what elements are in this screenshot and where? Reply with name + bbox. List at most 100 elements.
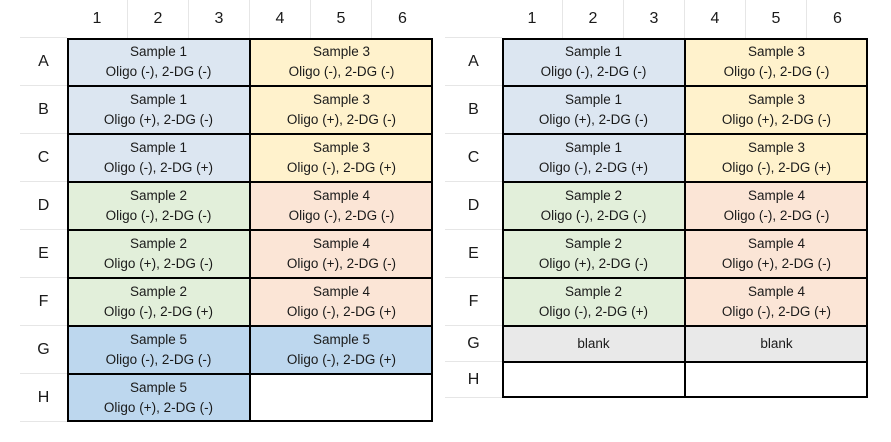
plate-row-A: A Sample 1 Oligo (-), 2-DG (-) Sample 3 … bbox=[20, 38, 433, 86]
well-cell-D4-6: Sample 4 Oligo (-), 2-DG (-) bbox=[685, 182, 868, 230]
plate-row-G: G Sample 5 Oligo (-), 2-DG (-) Sample 5 … bbox=[20, 326, 433, 374]
well-cell-H1-3-empty bbox=[502, 362, 685, 398]
col-header-6: 6 bbox=[398, 10, 407, 27]
col-header-4: 4 bbox=[250, 0, 311, 38]
condition-text: Oligo (-), 2-DG (+) bbox=[721, 304, 832, 319]
well-cell-A1-3: Sample 1 Oligo (-), 2-DG (-) bbox=[502, 38, 685, 86]
well-cell-F4-6: Sample 4 Oligo (-), 2-DG (+) bbox=[250, 278, 433, 326]
condition-text: Oligo (+), 2-DG (-) bbox=[286, 256, 397, 271]
row-label-C: C bbox=[445, 134, 502, 182]
condition-text: Oligo (-), 2-DG (+) bbox=[286, 304, 397, 319]
condition-text: Oligo (+), 2-DG (-) bbox=[721, 112, 832, 127]
sample-name: Sample 4 bbox=[312, 236, 371, 251]
well-cell-H4-6-empty bbox=[250, 374, 433, 422]
row-label-E: E bbox=[445, 230, 502, 278]
well-cell-H1-3: Sample 5 Oligo (+), 2-DG (-) bbox=[67, 374, 250, 422]
col-header-6: 6 bbox=[833, 10, 842, 27]
condition-text: Oligo (-), 2-DG (+) bbox=[103, 304, 214, 319]
well-cell-A4-6: Sample 3 Oligo (-), 2-DG (-) bbox=[685, 38, 868, 86]
condition-text: Oligo (+), 2-DG (-) bbox=[538, 256, 649, 271]
sample-name: Sample 1 bbox=[564, 92, 623, 107]
well-cell-E4-6: Sample 4 Oligo (+), 2-DG (-) bbox=[685, 230, 868, 278]
condition-text: Oligo (-), 2-DG (-) bbox=[288, 208, 395, 223]
sample-name: Sample 1 bbox=[564, 140, 623, 155]
condition-text: Oligo (+), 2-DG (-) bbox=[286, 112, 397, 127]
well-cell-C1-3: Sample 1 Oligo (-), 2-DG (+) bbox=[502, 134, 685, 182]
well-cell-B1-3: Sample 1 Oligo (+), 2-DG (-) bbox=[502, 86, 685, 134]
well-cell-C4-6: Sample 3 Oligo (-), 2-DG (+) bbox=[685, 134, 868, 182]
well-cell-G1-3: Sample 5 Oligo (-), 2-DG (-) bbox=[67, 326, 250, 374]
sample-name: Sample 4 bbox=[747, 236, 806, 251]
sample-name: Sample 5 bbox=[129, 380, 188, 395]
plate-row-F: F Sample 2 Oligo (-), 2-DG (+) Sample 4 … bbox=[445, 278, 868, 326]
sample-name: Sample 3 bbox=[747, 92, 806, 107]
corner-spacer bbox=[445, 0, 502, 38]
plate-row-H: H bbox=[445, 362, 868, 398]
condition-text: Oligo (-), 2-DG (+) bbox=[286, 352, 397, 367]
column-header-row: 1 2 3 4 5 6 bbox=[20, 0, 433, 38]
sample-name: Sample 4 bbox=[312, 284, 371, 299]
condition-text: Oligo (+), 2-DG (-) bbox=[103, 400, 214, 415]
well-cell-D1-3: Sample 2 Oligo (-), 2-DG (-) bbox=[502, 182, 685, 230]
sample-name: Sample 5 bbox=[312, 332, 371, 347]
sample-name: Sample 1 bbox=[129, 44, 188, 59]
plate-row-H: H Sample 5 Oligo (+), 2-DG (-) bbox=[20, 374, 433, 422]
col-header-3: 3 bbox=[624, 0, 685, 38]
row-label-B: B bbox=[445, 86, 502, 134]
row-label-F: F bbox=[20, 278, 67, 326]
condition-text: Oligo (+), 2-DG (-) bbox=[103, 256, 214, 271]
plate-row-G: G blank blank bbox=[445, 326, 868, 362]
col-header-1: 1 bbox=[502, 0, 563, 38]
well-cell-B4-6: Sample 3 Oligo (+), 2-DG (-) bbox=[250, 86, 433, 134]
condition-text: Oligo (-), 2-DG (-) bbox=[105, 64, 212, 79]
well-cell-D1-3: Sample 2 Oligo (-), 2-DG (-) bbox=[67, 182, 250, 230]
col-header-2: 2 bbox=[563, 0, 624, 38]
sample-name: Sample 2 bbox=[129, 284, 188, 299]
row-label-G: G bbox=[445, 326, 502, 362]
well-cell-E1-3: Sample 2 Oligo (+), 2-DG (-) bbox=[502, 230, 685, 278]
sample-name: Sample 1 bbox=[129, 140, 188, 155]
condition-text: Oligo (-), 2-DG (-) bbox=[288, 64, 395, 79]
sample-name: Sample 2 bbox=[129, 236, 188, 251]
condition-text: Oligo (-), 2-DG (+) bbox=[538, 160, 649, 175]
sample-name: Sample 3 bbox=[312, 140, 371, 155]
well-cell-E4-6: Sample 4 Oligo (+), 2-DG (-) bbox=[250, 230, 433, 278]
well-cell-B1-3: Sample 1 Oligo (+), 2-DG (-) bbox=[67, 86, 250, 134]
row-label-C: C bbox=[20, 134, 67, 182]
sample-name: blank bbox=[760, 336, 793, 351]
plate-row-B: B Sample 1 Oligo (+), 2-DG (-) Sample 3 … bbox=[445, 86, 868, 134]
sample-name: Sample 5 bbox=[129, 332, 188, 347]
sample-name: Sample 3 bbox=[747, 44, 806, 59]
plate-row-F: F Sample 2 Oligo (-), 2-DG (+) Sample 4 … bbox=[20, 278, 433, 326]
well-cell-H4-6-empty bbox=[685, 362, 868, 398]
col-header-4: 4 bbox=[685, 0, 746, 38]
plate-row-B: B Sample 1 Oligo (+), 2-DG (-) Sample 3 … bbox=[20, 86, 433, 134]
sample-name: Sample 2 bbox=[564, 284, 623, 299]
well-cell-C4-6: Sample 3 Oligo (-), 2-DG (+) bbox=[250, 134, 433, 182]
row-label-H: H bbox=[20, 374, 67, 422]
condition-text: Oligo (-), 2-DG (-) bbox=[723, 64, 830, 79]
column-header-row: 1 2 3 4 5 6 bbox=[445, 0, 868, 38]
sample-name: Sample 2 bbox=[564, 188, 623, 203]
row-label-E: E bbox=[20, 230, 67, 278]
col-header-5: 5 bbox=[746, 0, 807, 38]
condition-text: Oligo (-), 2-DG (-) bbox=[105, 208, 212, 223]
well-cell-A1-3: Sample 1 Oligo (-), 2-DG (-) bbox=[67, 38, 250, 86]
sample-name: Sample 2 bbox=[564, 236, 623, 251]
sample-name: Sample 4 bbox=[312, 188, 371, 203]
col-header-5: 5 bbox=[311, 0, 372, 38]
condition-text: Oligo (+), 2-DG (-) bbox=[538, 112, 649, 127]
col-header-2: 2 bbox=[128, 0, 189, 38]
well-cell-C1-3: Sample 1 Oligo (-), 2-DG (+) bbox=[67, 134, 250, 182]
sample-name: Sample 4 bbox=[747, 284, 806, 299]
well-cell-G4-6: Sample 5 Oligo (-), 2-DG (+) bbox=[250, 326, 433, 374]
well-cell-F1-3: Sample 2 Oligo (-), 2-DG (+) bbox=[67, 278, 250, 326]
corner-spacer bbox=[20, 0, 67, 38]
well-cell-G1-3-blank: blank bbox=[502, 326, 685, 362]
well-cell-B4-6: Sample 3 Oligo (+), 2-DG (-) bbox=[685, 86, 868, 134]
condition-text: Oligo (-), 2-DG (-) bbox=[540, 64, 647, 79]
col-header-3: 3 bbox=[189, 0, 250, 38]
well-cell-F1-3: Sample 2 Oligo (-), 2-DG (+) bbox=[502, 278, 685, 326]
plate-row-C: C Sample 1 Oligo (-), 2-DG (+) Sample 3 … bbox=[20, 134, 433, 182]
